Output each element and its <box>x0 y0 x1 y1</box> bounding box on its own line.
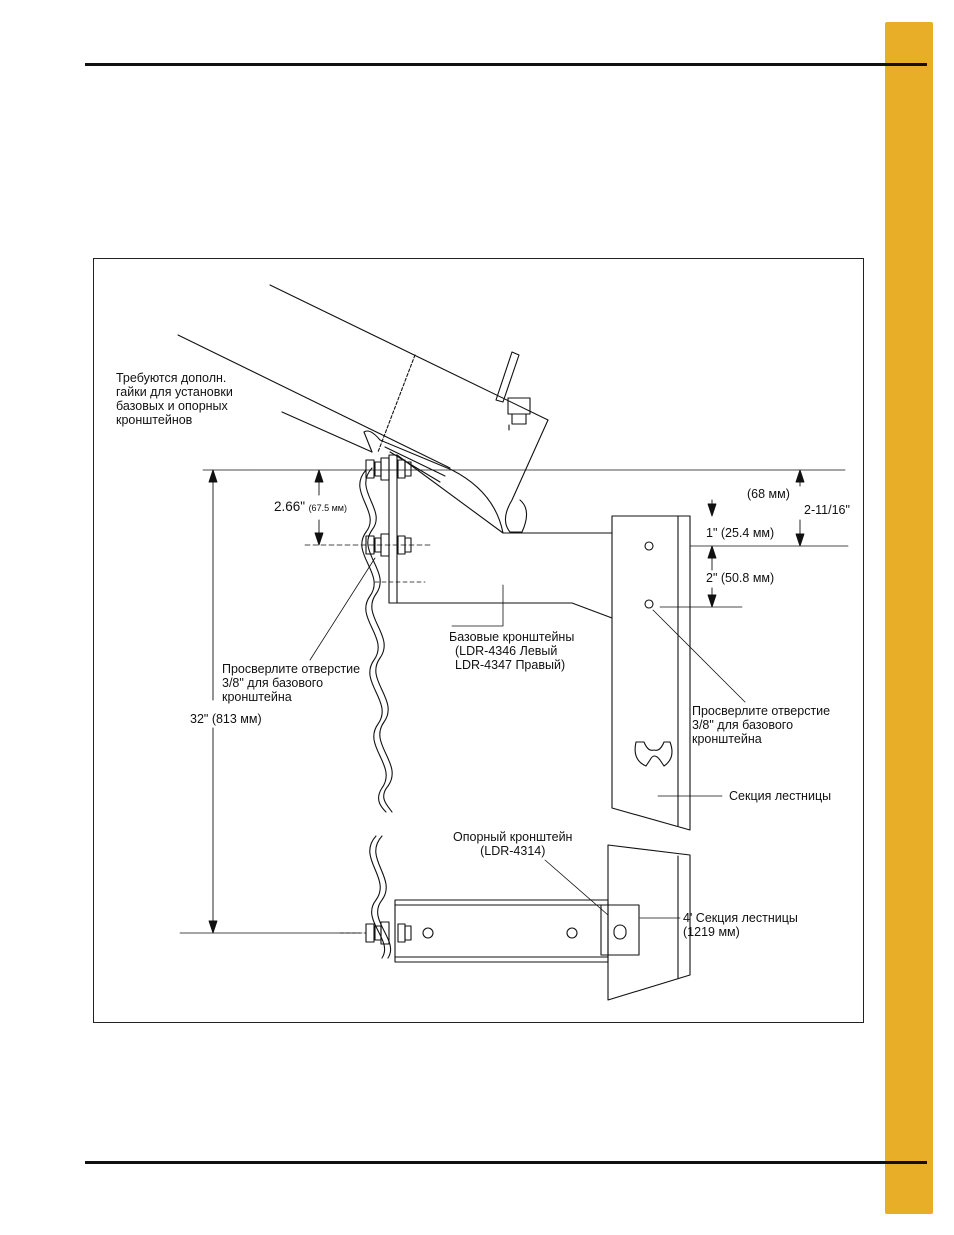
label-dim-266: 2.66" (67.5 мм) <box>274 499 347 514</box>
label-dim-2in: 2" (50.8 мм) <box>706 571 775 585</box>
upper-ladder-section <box>611 515 691 831</box>
label-dim-1in: 1" (25.4 мм) <box>706 526 775 540</box>
label-dim-2-11-16: 2-11/16" <box>804 503 850 517</box>
header-rule <box>85 63 927 66</box>
roof-eave <box>177 284 549 534</box>
label-dim-32: 32" (813 мм) <box>190 712 262 726</box>
base-bracket <box>365 454 613 619</box>
label-base-brackets: Базовые кронштейны (LDR-4346 Левый LDR-4… <box>449 630 575 672</box>
leader-lines <box>309 557 746 919</box>
footer-rule <box>85 1161 927 1164</box>
label-support-bracket: Опорный кронштейн (LDR-4314) <box>453 830 573 858</box>
label-ladder-section: Секция лестницы <box>729 789 832 803</box>
label-drill-right: Просверлите отверстие 3/8" для базового … <box>692 704 831 746</box>
dimension-arrows <box>208 469 805 934</box>
reference-lines <box>179 469 849 934</box>
label-extra-nuts: Требуются дополн. гайки для установки ба… <box>116 371 233 427</box>
lower-ladder-section <box>339 844 691 1001</box>
label-drill-left: Просверлите отверстие 3/8" для базового … <box>222 662 361 704</box>
chapter-tab <box>885 22 933 1214</box>
corrugated-wall <box>359 467 393 959</box>
figure-frame <box>93 258 864 1023</box>
label-ladder-4ft: 4' Секция лестницы (1219 мм) <box>683 911 798 939</box>
label-dim-68mm: (68 мм) <box>747 487 790 501</box>
